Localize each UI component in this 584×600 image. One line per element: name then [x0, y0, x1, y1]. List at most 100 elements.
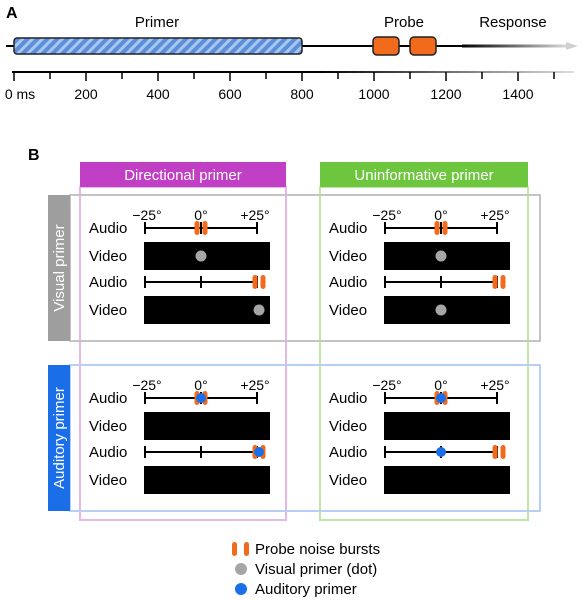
- scale-label-left: −25°: [372, 377, 401, 393]
- uninformative-column-header: [320, 162, 528, 187]
- scale-label-right: +25°: [240, 207, 269, 223]
- video-screen: [384, 412, 510, 440]
- uninformative-column-title: Uninformative primer: [354, 167, 493, 184]
- primer-phase-label: Primer: [135, 14, 179, 31]
- legend-probe-icon-left: [232, 542, 237, 556]
- time-axis-tick-labels: 0 ms 200 400 600 800 1000 1200 1400: [5, 86, 534, 102]
- visual-row-title: Visual primer: [51, 224, 68, 311]
- video-label: Video: [89, 472, 127, 489]
- probe-burst-1: [372, 36, 400, 56]
- probe-burst-left: [252, 275, 258, 289]
- probe-burst-left: [492, 445, 498, 459]
- scale-label-center: 0°: [434, 207, 447, 223]
- visual-primer-dot: [435, 250, 447, 262]
- auditory-primer-dot: [254, 447, 264, 457]
- scale-label-right: +25°: [480, 377, 509, 393]
- legend-auditory-dot-icon: [235, 583, 247, 595]
- timeline-arrowhead: [566, 42, 578, 50]
- video-screen: [144, 242, 270, 270]
- audio-label: Audio: [329, 390, 367, 407]
- tick-label-200: 200: [74, 86, 98, 102]
- panel-a-label: A: [6, 5, 18, 22]
- tick-label-1400: 1400: [502, 86, 533, 102]
- timeline-fade: [462, 44, 566, 48]
- probe-burst-2: [409, 36, 437, 56]
- probe-burst-right: [442, 221, 448, 235]
- primer-bar: [13, 37, 303, 55]
- video-label: Video: [89, 418, 127, 435]
- video-screen: [144, 466, 270, 494]
- directional-column-title: Directional primer: [124, 167, 242, 184]
- video-label: Video: [329, 472, 367, 489]
- tick-label-800: 800: [290, 86, 314, 102]
- tick-label-1200: 1200: [430, 86, 461, 102]
- panel-b-label: B: [28, 147, 40, 164]
- auditory-primer-dot: [436, 393, 446, 403]
- time-axis-ticks: [13, 72, 555, 81]
- scale-label-right: +25°: [480, 207, 509, 223]
- video-screen: [384, 242, 510, 270]
- video-label: Video: [329, 418, 367, 435]
- scale-label-left: −25°: [372, 207, 401, 223]
- legend-visual-dot-icon: [235, 563, 247, 575]
- audio-label: Audio: [329, 444, 367, 461]
- tick-label-400: 400: [146, 86, 170, 102]
- directional-column-header: [80, 162, 286, 187]
- scale-label-center: 0°: [434, 377, 447, 393]
- scale-label-right: +25°: [240, 377, 269, 393]
- auditory-row-header: [48, 365, 70, 511]
- auditory-row-title: Auditory primer: [51, 387, 68, 489]
- video-label: Video: [329, 302, 367, 319]
- tick-label-600: 600: [218, 86, 242, 102]
- probe-burst-right: [260, 275, 266, 289]
- probe-burst-right: [500, 445, 506, 459]
- video-screen: [384, 466, 510, 494]
- visual-row-header: [48, 195, 70, 341]
- tick-label-1000: 1000: [358, 86, 389, 102]
- audio-label: Audio: [329, 220, 367, 237]
- video-label: Video: [329, 248, 367, 265]
- visual-primer-dot: [253, 304, 265, 316]
- legend: Probe noise bursts Visual primer (dot) A…: [232, 541, 380, 598]
- audio-label: Audio: [89, 274, 127, 291]
- probe-phase-label: Probe: [384, 14, 424, 31]
- time-axis: [12, 71, 574, 73]
- legend-visual-label: Visual primer (dot): [255, 561, 377, 578]
- scale-label-center: 0°: [194, 377, 207, 393]
- scale-label-left: −25°: [132, 207, 161, 223]
- auditory-primer-dot: [196, 393, 206, 403]
- legend-auditory-label: Auditory primer: [255, 581, 357, 598]
- legend-probe-icon-right: [244, 542, 249, 556]
- video-screen: [144, 412, 270, 440]
- audio-label: Audio: [329, 274, 367, 291]
- probe-burst-right: [202, 221, 208, 235]
- probe-burst-left: [194, 221, 200, 235]
- video-label: Video: [89, 302, 127, 319]
- probe-burst-right: [500, 275, 506, 289]
- legend-probe-label: Probe noise bursts: [255, 541, 380, 558]
- response-phase-label: Response: [479, 14, 547, 31]
- audio-label: Audio: [89, 444, 127, 461]
- video-screen: [144, 296, 270, 324]
- probe-burst-left: [434, 221, 440, 235]
- tick-label-0: 0 ms: [5, 86, 35, 102]
- trial-cells: AudioVideo−25°0°+25°AudioVideoAudioVideo…: [89, 207, 510, 494]
- scale-label-left: −25°: [132, 377, 161, 393]
- visual-primer-dot: [435, 304, 447, 316]
- audio-label: Audio: [89, 220, 127, 237]
- auditory-primer-dot: [436, 447, 446, 457]
- video-label: Video: [89, 248, 127, 265]
- audio-label: Audio: [89, 390, 127, 407]
- scale-label-center: 0°: [194, 207, 207, 223]
- visual-primer-dot: [195, 250, 207, 262]
- probe-burst-left: [492, 275, 498, 289]
